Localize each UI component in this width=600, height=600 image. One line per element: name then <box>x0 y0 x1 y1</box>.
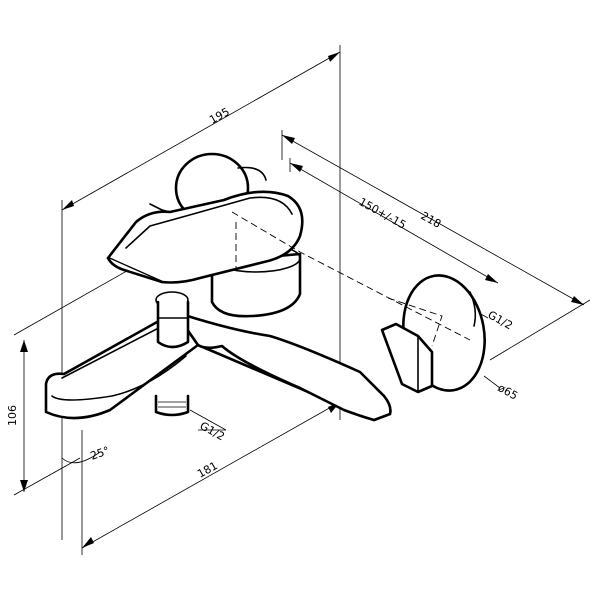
arrow-150-right <box>485 274 498 283</box>
dim-angle: 25° <box>89 444 112 463</box>
rear-flange-collar <box>237 166 267 181</box>
diverter-knob <box>155 291 190 349</box>
dim-150: 150+/-15 <box>357 195 409 232</box>
eccentric-nut <box>380 322 434 394</box>
label-outlet-thread: G1/2 <box>198 419 227 443</box>
dim-line-181 <box>81 401 341 549</box>
leader-outlet-thread <box>189 409 227 431</box>
centerline-inlets <box>231 211 471 341</box>
angle-arc <box>61 451 101 464</box>
outlet-thread-lines <box>158 401 186 408</box>
arrow-218-right <box>571 296 584 305</box>
arrow-195-right <box>328 52 340 62</box>
dim-line-150 <box>289 162 499 284</box>
dim-line-218 <box>281 134 585 306</box>
arrow-106-top <box>20 340 28 352</box>
diverter-stem <box>156 300 190 349</box>
arrow-195-left <box>62 200 74 210</box>
dim-218: 218 <box>419 209 444 231</box>
body-bar <box>173 310 392 422</box>
dim-106: 106 <box>6 405 19 426</box>
dimension-lines <box>13 45 591 555</box>
arrow-106-bottom <box>20 480 28 492</box>
mixer-body <box>44 310 392 422</box>
label-flange-diameter: ø65 <box>496 381 520 402</box>
handle-front-lip <box>106 256 164 284</box>
hidden-inlet-profile <box>387 297 443 347</box>
bottom-outlet <box>154 394 190 417</box>
hidden-lines <box>231 211 471 347</box>
front-inlet <box>380 274 486 394</box>
arrowheads <box>20 52 584 548</box>
dim-195: 195 <box>207 105 232 127</box>
handle-top-face <box>125 196 293 249</box>
handle-notch <box>149 203 171 213</box>
lever-handle <box>106 190 304 284</box>
label-inlet-thread: G1/2 <box>486 308 515 332</box>
dim-line-195 <box>61 51 341 211</box>
arrow-150-left <box>290 163 303 172</box>
outlet-thread-body <box>154 394 190 417</box>
inlet-thread-stub <box>469 291 477 327</box>
spout-lower-edge <box>51 355 187 401</box>
arrow-218-left <box>282 135 295 144</box>
arrow-181-left <box>82 537 94 548</box>
ext-218-right <box>489 299 591 361</box>
leader-flange <box>483 375 501 389</box>
